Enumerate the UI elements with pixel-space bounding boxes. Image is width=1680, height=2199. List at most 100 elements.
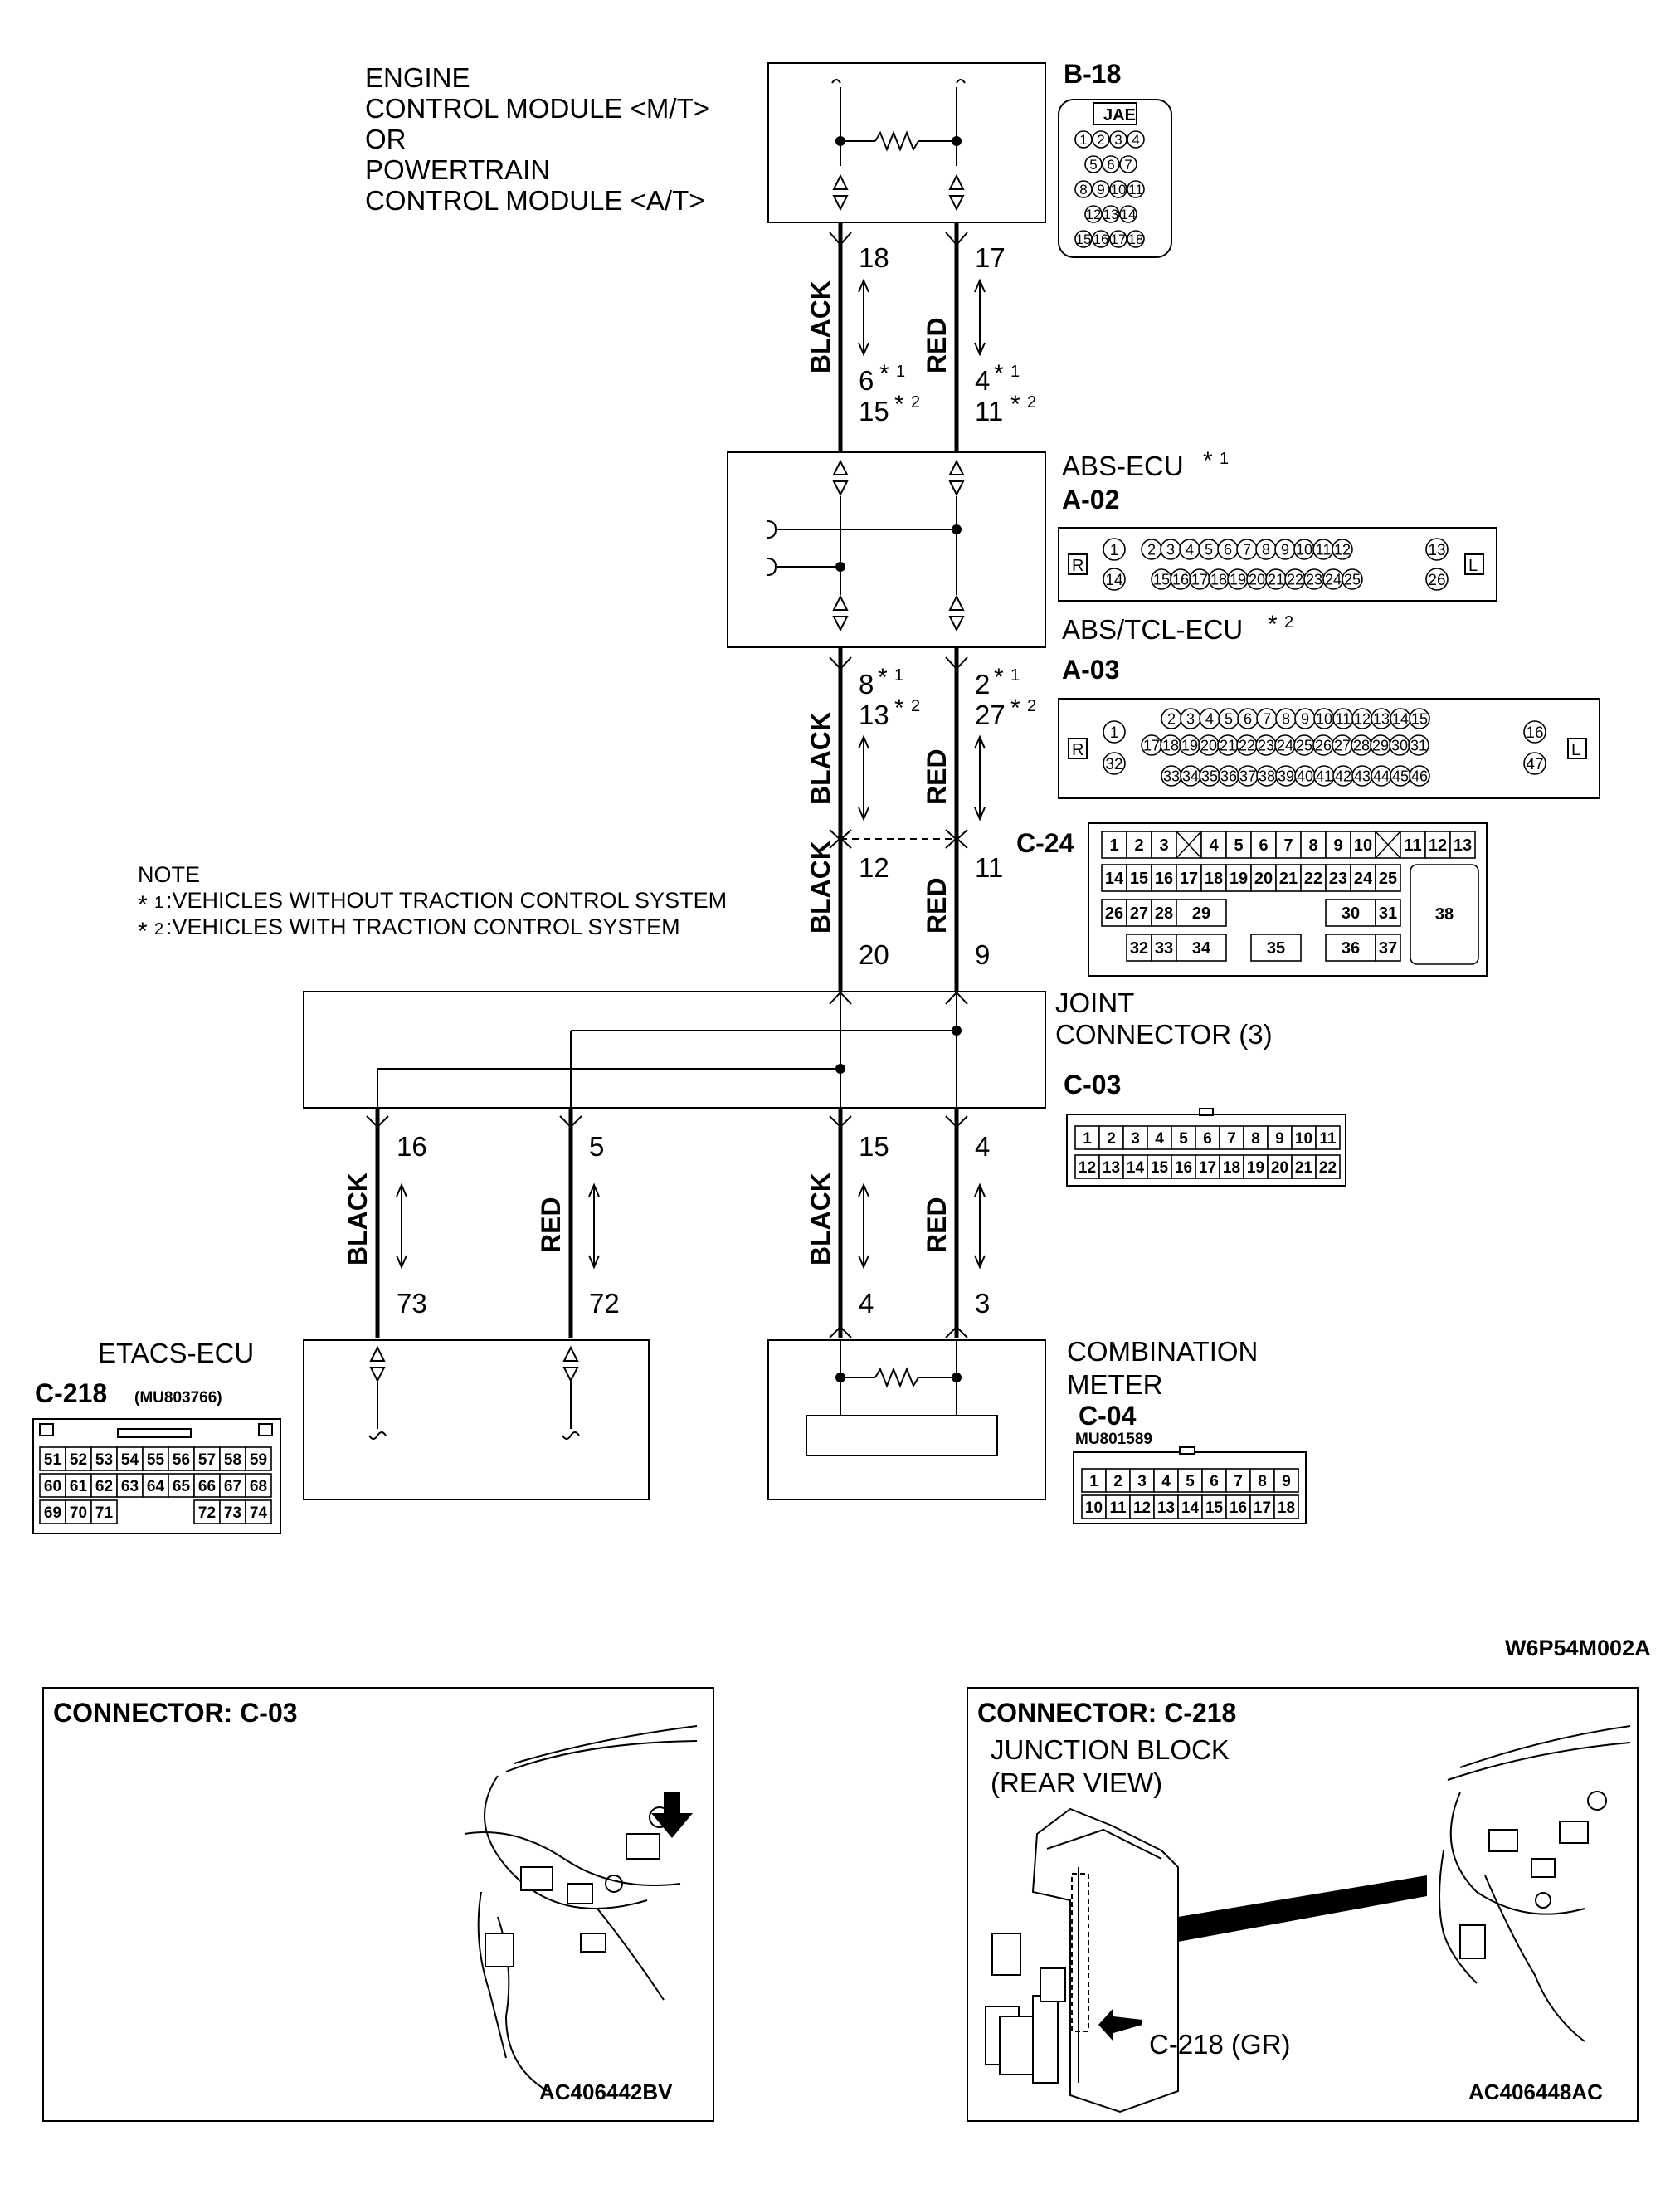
a02-pin-number: 21 (1268, 571, 1284, 588)
a02-side-left: R (1072, 557, 1083, 575)
c24-cavity (1375, 934, 1401, 962)
c24-pin-number: 33 (1155, 939, 1173, 958)
a03-pin-number: 9 (1301, 710, 1309, 727)
c24-pin-number: 16 (1155, 870, 1173, 888)
c24-pin-number: 12 (1429, 836, 1447, 855)
c04-pin-number: 13 (1157, 1499, 1175, 1517)
pin-etacs-72: 72 (589, 1288, 620, 1319)
panel-c218-code: AC406448AC (1468, 2080, 1603, 2104)
ecm-label-line-3: OR (365, 124, 407, 154)
c218-pin-number: 71 (95, 1504, 114, 1522)
c24-pin-number: 26 (1105, 904, 1123, 923)
b18-pin-number: 2 (1097, 132, 1104, 148)
abs-tcl-ecu-label: ABS/TCL-ECU (1062, 614, 1243, 645)
pin-joint-15: 15 (859, 1131, 889, 1162)
c03-cavity (1171, 1125, 1196, 1150)
b18-pin (1092, 230, 1110, 248)
c24-cavity (1350, 831, 1376, 859)
c03-pin-number: 13 (1103, 1159, 1120, 1177)
c24-cavity (1126, 864, 1152, 892)
star-1c: * (878, 664, 888, 691)
c24-pin-number: 15 (1130, 870, 1148, 888)
wire-color-red-1: RED (922, 317, 952, 373)
a02-pin-number: 7 (1243, 541, 1251, 558)
wire-color-black-5: BLACK (806, 1173, 835, 1265)
b18-id: B-18 (1064, 59, 1121, 89)
b18-pin-number: 10 (1111, 182, 1127, 197)
a03-pin-number: 3 (1186, 710, 1195, 727)
c04-pin-number: 8 (1258, 1473, 1267, 1490)
b18-pin (1092, 130, 1110, 149)
c24-cavity (1300, 831, 1327, 859)
a03-pin-number: 41 (1316, 768, 1332, 784)
a02-pin-number: 25 (1344, 571, 1361, 588)
c24-cavity (1101, 899, 1127, 927)
a03-pin-number: 44 (1373, 768, 1390, 784)
c03-pin-number: 19 (1247, 1159, 1264, 1177)
c24-cavity (1126, 831, 1152, 859)
c04-pin-number: 17 (1254, 1499, 1271, 1517)
a03-pin-number: 37 (1239, 768, 1256, 784)
a02-pin (1103, 568, 1126, 591)
c24-cavity (1250, 831, 1277, 859)
c03-cavity (1098, 1125, 1124, 1150)
pin-joint-4: 4 (975, 1131, 990, 1162)
b18-pin (1127, 130, 1145, 149)
a03-pin-number: 7 (1263, 710, 1271, 727)
b18-pin (1109, 130, 1127, 149)
c218-cavity (219, 1446, 246, 1471)
star-1b: * (994, 360, 1004, 388)
pin-c24-red-bot: 9 (975, 939, 990, 970)
b18-pin (1084, 205, 1103, 223)
pin-joint-5: 5 (589, 1131, 604, 1162)
b18-pin-number: 8 (1079, 182, 1087, 197)
c24-blank-cavity (1375, 831, 1401, 859)
etacs-internal (368, 1345, 580, 1440)
c03-pin-number: 20 (1271, 1159, 1288, 1177)
a03-pin-number: 1 (1110, 724, 1119, 742)
star-2c: * (894, 695, 904, 722)
c218-pin-number: 73 (224, 1504, 241, 1522)
b18-pin (1074, 230, 1093, 248)
a02-pin-number: 22 (1287, 571, 1303, 588)
a03-pin-number: 5 (1225, 710, 1233, 727)
c24-cavity (1424, 831, 1451, 859)
c24-pin-number: 2 (1134, 836, 1143, 855)
star-1d-num: 1 (1010, 666, 1020, 685)
pin-joint-16: 16 (397, 1131, 427, 1162)
c24-large-cavity (1410, 864, 1479, 965)
c04-pin-number: 7 (1234, 1473, 1243, 1490)
star-1a-num: 1 (896, 363, 905, 381)
c03-pin-number: 5 (1179, 1130, 1188, 1148)
b18-pin (1084, 155, 1103, 173)
c218-pin-number: 63 (121, 1478, 139, 1495)
a03-pin-number: 38 (1259, 768, 1275, 784)
a02-pin-number: 18 (1210, 571, 1227, 588)
wire-color-red-5: RED (922, 1197, 952, 1253)
pin-abs-out-black-2: 13 (859, 700, 889, 730)
a02-pin-number: 23 (1306, 571, 1322, 588)
a03-pin-number: 30 (1391, 737, 1408, 753)
a02-pin (1425, 568, 1449, 591)
note-1-mark: 1 (154, 894, 163, 912)
c24-pin-number: 37 (1379, 939, 1397, 958)
c03-cavity (1315, 1125, 1341, 1150)
c04-pin-number: 2 (1113, 1473, 1122, 1490)
c218-cavity (39, 1473, 66, 1498)
a03-pin-number: 16 (1526, 724, 1543, 742)
c24-pin-number: 32 (1130, 939, 1148, 958)
c04-cavity (1201, 1494, 1227, 1519)
a02-pin-number: 19 (1230, 571, 1246, 588)
c24-pin-number: 36 (1342, 939, 1360, 958)
c218-pin-number: 65 (173, 1478, 191, 1495)
star-2a: * (894, 391, 904, 418)
c04-cavity (1105, 1468, 1131, 1493)
c04-pin-number: 4 (1161, 1473, 1171, 1490)
b18-pin (1074, 130, 1093, 149)
a03-pin-number: 27 (1334, 737, 1351, 753)
abs-ecu-box (727, 451, 1046, 648)
c03-pin-number: 4 (1155, 1130, 1164, 1148)
note-title: NOTE (138, 862, 200, 887)
